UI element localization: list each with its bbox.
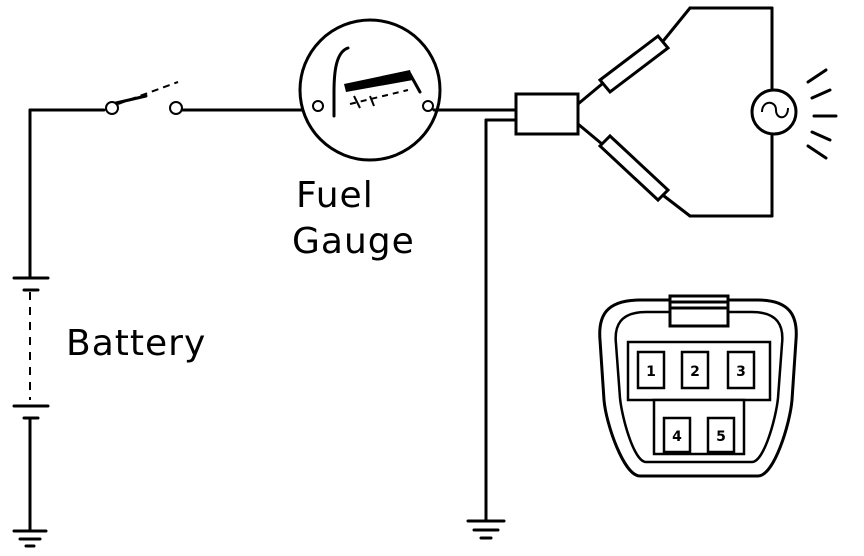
connector-block [514, 92, 580, 136]
pin-2-label: 2 [690, 364, 700, 380]
wire-harness-to-warning-lamp [576, 6, 774, 218]
pin-4-label: 4 [672, 429, 682, 445]
pin-3-label: 3 [736, 364, 746, 380]
fuel-gauge-symbol [298, 18, 442, 162]
warning-lamp-symbol [750, 68, 838, 160]
pin-1-label: 1 [646, 364, 656, 380]
pin-5-label: 5 [716, 429, 726, 445]
battery-symbol [12, 108, 50, 532]
ground-symbol-left [12, 529, 48, 548]
connector-face-drawing: 1 2 3 4 5 [598, 294, 798, 478]
battery-label: Battery [66, 323, 207, 364]
gauge-label: Gauge [292, 221, 415, 262]
pin-4 [662, 416, 692, 454]
pin-1 [636, 350, 666, 390]
pin-5 [706, 416, 736, 454]
ignition-switch [105, 81, 183, 115]
fuel-label: Fuel [296, 175, 374, 216]
pin-2 [680, 350, 710, 390]
ground-symbol-right [466, 519, 506, 540]
pin-3 [726, 350, 756, 390]
